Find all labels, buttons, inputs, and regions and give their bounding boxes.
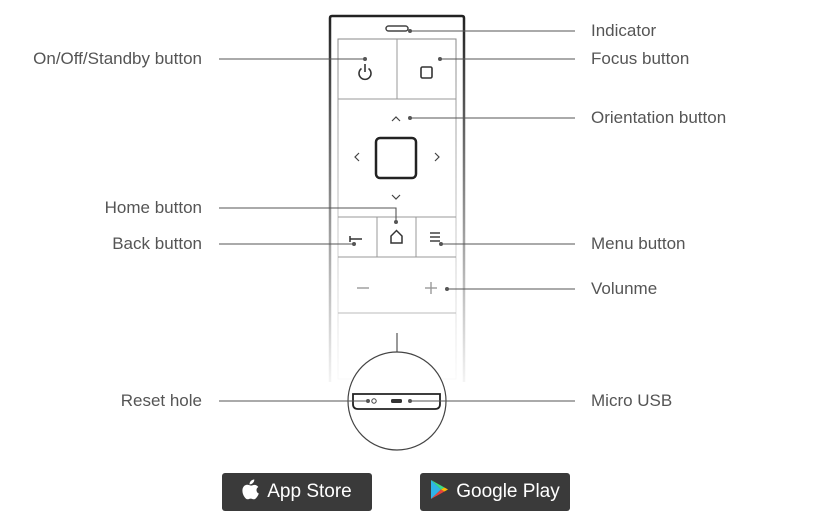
callout-dots (352, 29, 449, 403)
bottom-magnifier (347, 333, 447, 451)
app-store-button[interactable]: App Store (222, 473, 372, 511)
nav-button-row (338, 216, 456, 258)
label-on-off-standby-button: On/Off/Standby button (33, 49, 202, 68)
back-arrow-icon[interactable] (349, 236, 362, 242)
menu-icon[interactable] (430, 232, 440, 242)
apple-icon (242, 478, 260, 506)
label-orientation-button: Orientation button (591, 108, 727, 127)
micro-usb-port-icon (391, 399, 402, 403)
orientation-pad[interactable] (354, 116, 440, 200)
volume-plus-icon[interactable] (425, 282, 437, 294)
app-store-label: App Store (267, 481, 352, 502)
ok-button (374, 136, 418, 180)
google-play-icon (430, 479, 449, 506)
label-home-button: Home button (104, 198, 202, 217)
indicator-light (385, 25, 409, 32)
label-focus-button: Focus button (591, 49, 690, 68)
label-indicator: Indicator (591, 21, 657, 40)
label-menu-button: Menu button (591, 234, 686, 253)
label-reset-hole: Reset hole (120, 391, 202, 410)
focus-icon[interactable] (420, 66, 433, 79)
google-play-button[interactable]: Google Play (420, 473, 570, 511)
power-icon[interactable] (358, 64, 372, 81)
label-volume: Volunme (591, 279, 658, 298)
reset-hole-icon (371, 398, 377, 404)
home-icon[interactable] (390, 229, 403, 244)
label-micro-usb: Micro USB (591, 391, 673, 410)
callout-lines (219, 30, 575, 402)
google-play-label: Google Play (456, 481, 560, 502)
label-back-button: Back button (112, 234, 202, 253)
